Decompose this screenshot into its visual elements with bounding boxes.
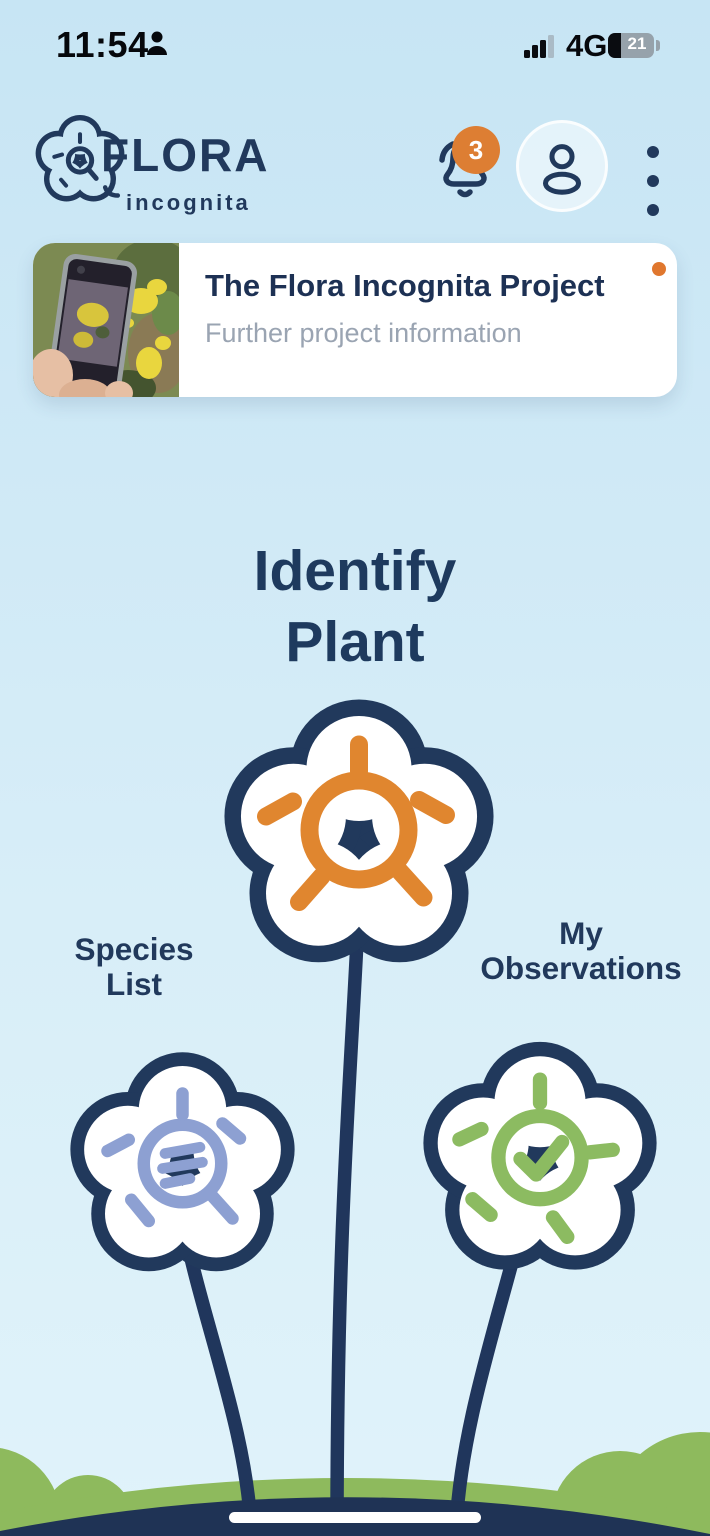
identify-line2: Plant [285, 610, 425, 674]
battery-nub [656, 40, 660, 51]
species-list-flower-button[interactable] [45, 1036, 320, 1311]
bottom-dome [0, 1497, 710, 1536]
identify-line1: Identify [253, 539, 457, 603]
my-observations-label[interactable]: My Observations [448, 916, 710, 986]
check-flower-icon [423, 1041, 657, 1270]
profile-button[interactable] [516, 120, 608, 212]
battery-icon: 21 [608, 33, 654, 58]
identify-plant-title: Identify Plant [0, 536, 710, 678]
identify-plant-flower-button[interactable] [194, 680, 524, 1010]
unread-dot [652, 262, 666, 276]
profile-icon [542, 144, 582, 195]
signal-icon [524, 35, 554, 58]
list-magnifier-flower-icon [70, 1052, 295, 1272]
battery-percent: 21 [627, 34, 647, 53]
status-time: 11:54 [56, 24, 149, 65]
flora-logo[interactable] [26, 110, 134, 218]
project-card-subtitle: Further project information [205, 318, 522, 348]
my-observations-line2: Observations [480, 950, 682, 986]
brand-name: FLORA [101, 129, 270, 181]
network-type: 4G [566, 28, 608, 63]
notification-count: 3 [468, 134, 484, 165]
project-thumbnail [33, 243, 179, 397]
my-observations-line1: My [559, 915, 603, 951]
magnifier-flower-icon [224, 699, 494, 963]
species-list-label[interactable]: Species List [28, 932, 240, 1002]
brand-subname: incognita [126, 190, 251, 215]
species-list-line1: Species [74, 931, 194, 967]
my-observations-flower-button[interactable] [397, 1025, 683, 1311]
status-person-icon [147, 31, 167, 55]
species-list-line2: List [105, 966, 162, 1002]
kebab-menu-icon[interactable] [640, 140, 666, 224]
notification-badge: 3 [452, 126, 500, 174]
project-card-title: The Flora Incognita Project [205, 268, 605, 303]
home-indicator[interactable] [229, 1512, 481, 1523]
